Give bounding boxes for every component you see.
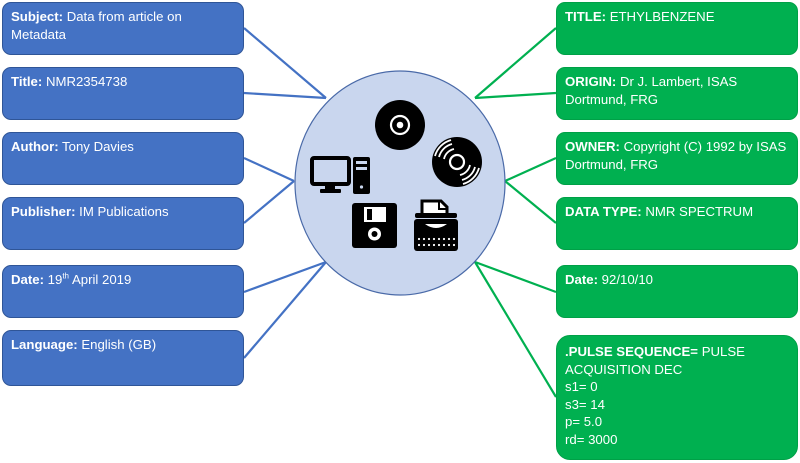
nmr-date-value: 92/10/10 [601,272,653,287]
connector-date-right [474,260,557,294]
date-value-rest: April 2019 [71,272,132,287]
origin-value: Dr J. Lambert, ISAS Dortmund, FRG [565,74,738,107]
pulse-param-p: p= 5.0 [565,414,603,429]
connector-data-type [504,180,557,224]
date-value-day: 19 [47,272,63,287]
pulse-param-s1: s1= 0 [565,379,598,394]
desktop-computer-icon [310,156,370,194]
subject-label: Subject: [11,9,64,24]
connector-title-right [474,27,557,99]
nmr-title-box: TITLE: ETHYLBENZENE [556,2,798,55]
cd-disc-icon [375,100,425,150]
title-box: Title: NMR2354738 [2,67,244,120]
publisher-label: Publisher: [11,204,76,219]
nmr-date-box: Date: 92/10/10 [556,265,798,318]
owner-label: OWNER: [565,139,620,154]
connector-owner [504,156,557,183]
language-box: Language: English (GB) [2,330,244,386]
origin-box: ORIGIN: Dr J. Lambert, ISAS Dortmund, FR… [556,67,798,120]
connector-language [243,261,327,359]
title-value: NMR2354738 [45,74,128,89]
vinyl-disc-icon [432,137,482,187]
author-box: Author: Tony Davies [2,132,244,185]
language-label: Language: [11,337,78,352]
author-label: Author: [11,139,59,154]
typewriter-icon [414,199,458,251]
language-value: English (GB) [81,337,157,352]
nmr-title-label: TITLE: [565,9,607,24]
pulse-param-s3: s3= 14 [565,396,605,412]
publisher-value: IM Publications [79,204,169,219]
nmr-date-label: Date: [565,272,598,287]
date-label: Date: [11,272,44,287]
connector-author [243,157,295,182]
owner-value: Copyright (C) 1992 by ISAS Dortmund, FRG [565,139,787,172]
data-type-label: DATA TYPE: [565,204,642,219]
data-type-value: NMR SPECTRUM [645,204,754,219]
author-value: Tony Davies [62,139,134,154]
data-type-box: DATA TYPE: NMR SPECTRUM [556,197,798,250]
connector-subject [243,27,327,99]
nmr-title-value: ETHYLBENZENE [609,9,715,24]
date-value-suffix: th [62,271,69,281]
pulse-sequence-box: .PULSE SEQUENCE= PULSE ACQUISITION DEC s… [556,335,798,460]
title-label: Title: [11,74,43,89]
floppy-disk-icon [352,203,397,248]
subject-value: Data from article on Metadata [11,9,182,42]
connector-publisher [243,180,295,224]
pulse-param-rd: rd= 3000 [565,431,618,447]
origin-label: ORIGIN: [565,74,617,89]
connector-title [243,91,327,100]
owner-box: OWNER: Copyright (C) 1992 by ISAS Dortmu… [556,132,798,185]
connector-pulse-sequence [474,261,557,398]
connector-origin [474,91,557,100]
pulse-sequence-label: .PULSE SEQUENCE= [565,344,699,359]
publisher-box: Publisher: IM Publications [2,197,244,250]
right-connectors [474,27,557,398]
date-box: Date: 19th April 2019 [2,265,244,318]
subject-box: Subject: Data from article on Metadata [2,2,244,55]
pulse-sequence-value: PULSE ACQUISITION DEC [565,344,745,377]
left-connectors [243,27,327,359]
connector-date [243,260,327,294]
